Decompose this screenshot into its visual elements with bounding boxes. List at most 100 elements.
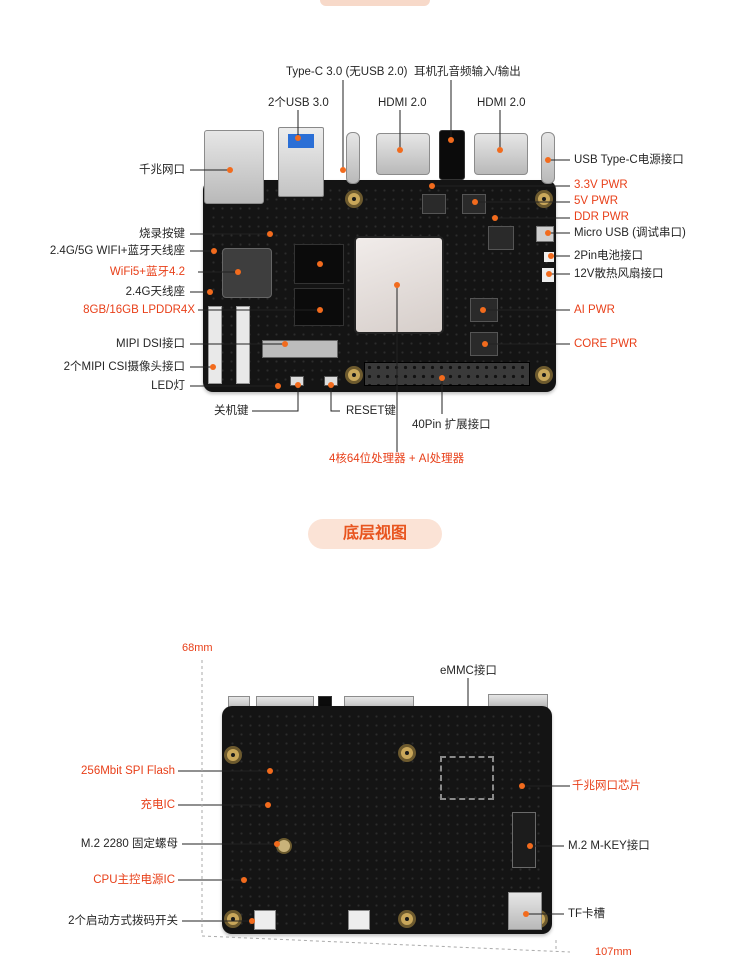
pointer-dot bbox=[249, 918, 255, 924]
mount-hole bbox=[345, 190, 363, 208]
label-charge-ic: 充电IC bbox=[140, 799, 176, 811]
pointer-dot bbox=[448, 137, 454, 143]
label-audio-jack: 耳机孔音频输入/输出 bbox=[414, 66, 521, 78]
label-eth-chip: 千兆网口芯片 bbox=[572, 780, 641, 792]
label-3v3-pwr: 3.3V PWR bbox=[574, 179, 628, 191]
label-5v-pwr: 5V PWR bbox=[574, 195, 619, 207]
pointer-dot bbox=[523, 911, 529, 917]
audio-jack bbox=[439, 130, 465, 180]
ethernet-jack bbox=[204, 130, 264, 204]
label-processor: 4核64位处理器 + AI处理器 bbox=[329, 453, 465, 465]
pointer-dot bbox=[295, 382, 301, 388]
pointer-dot bbox=[328, 382, 334, 388]
label-mipi-csi: 2个MIPI CSI摄像头接口 bbox=[63, 361, 185, 373]
pointer-dot bbox=[519, 783, 525, 789]
pointer-dot bbox=[265, 802, 271, 808]
typec3-port bbox=[346, 132, 360, 184]
label-battery: 2Pin电池接口 bbox=[574, 250, 644, 262]
mount-hole bbox=[224, 746, 242, 764]
pointer-dot bbox=[482, 341, 488, 347]
label-spi-flash: 256Mbit SPI Flash bbox=[81, 765, 175, 777]
pointer-dot bbox=[394, 282, 400, 288]
inductor bbox=[422, 194, 446, 214]
pointer-dot bbox=[241, 877, 247, 883]
pointer-dot bbox=[207, 289, 213, 295]
mount-hole bbox=[535, 366, 553, 384]
label-usbc-power: USB Type-C电源接口 bbox=[574, 154, 684, 166]
mount-hole bbox=[535, 190, 553, 208]
mount-hole bbox=[345, 366, 363, 384]
pointer-dot bbox=[340, 167, 346, 173]
pointer-dot bbox=[527, 843, 533, 849]
pointer-dot bbox=[545, 230, 551, 236]
label-usb3: 2个USB 3.0 bbox=[268, 97, 329, 109]
board-bottom-view bbox=[222, 706, 552, 934]
label-tf-slot: TF卡槽 bbox=[568, 908, 606, 920]
wifi-module bbox=[222, 248, 272, 298]
pointer-dot bbox=[274, 841, 280, 847]
m2-slot bbox=[512, 812, 536, 868]
mount-hole bbox=[398, 744, 416, 762]
label-wifi-module: WiFi5+蓝牙4.2 bbox=[109, 266, 185, 278]
pointer-dot bbox=[545, 157, 551, 163]
pointer-dot bbox=[497, 147, 503, 153]
label-hdmi-b: HDMI 2.0 bbox=[477, 97, 526, 109]
pointer-dot bbox=[439, 375, 445, 381]
top-tab-decoration bbox=[320, 0, 430, 6]
label-ai-pwr: AI PWR bbox=[574, 304, 615, 316]
label-m2-mkey: M.2 M-KEY接口 bbox=[568, 840, 650, 852]
label-ethernet: 千兆网口 bbox=[139, 164, 185, 176]
mipi-dsi-connector bbox=[262, 340, 338, 358]
pointer-dot bbox=[210, 364, 216, 370]
label-mipi-dsi: MIPI DSI接口 bbox=[115, 338, 185, 350]
pointer-dot bbox=[282, 341, 288, 347]
pointer-dot bbox=[235, 269, 241, 275]
label-typec3: Type-C 3.0 (无USB 2.0) bbox=[286, 66, 408, 78]
dimension-height: 68mm bbox=[182, 642, 213, 654]
label-hdmi-a: HDMI 2.0 bbox=[378, 97, 427, 109]
label-emmc: eMMC接口 bbox=[440, 665, 497, 677]
pointer-dot bbox=[317, 307, 323, 313]
pointer-dot bbox=[548, 253, 554, 259]
label-gpio40: 40Pin 扩展接口 bbox=[412, 419, 491, 431]
gpio-header bbox=[364, 362, 530, 386]
label-antenna-24g: 2.4G天线座 bbox=[125, 286, 185, 298]
pointer-dot bbox=[227, 167, 233, 173]
mount-hole bbox=[398, 910, 416, 928]
boot-switch-a bbox=[254, 910, 276, 930]
pointer-dot bbox=[275, 383, 281, 389]
hdmi-port-b bbox=[474, 133, 528, 175]
label-boot-switch: 2个启动方式拨码开关 bbox=[68, 915, 178, 927]
lpddr-chip-b bbox=[294, 288, 344, 326]
label-reset-key: RESET键 bbox=[346, 405, 396, 417]
pointer-dot bbox=[397, 147, 403, 153]
pointer-dot bbox=[295, 135, 301, 141]
pointer-dot bbox=[429, 183, 435, 189]
label-core-pwr: CORE PWR bbox=[574, 338, 638, 350]
label-lpddr4x: 8GB/16GB LPDDR4X bbox=[83, 304, 195, 316]
hdmi-port-a bbox=[376, 133, 430, 175]
label-wifi-antenna: 2.4G/5G WIFI+蓝牙天线座 bbox=[49, 245, 185, 257]
mipi-csi-connector-b bbox=[236, 306, 250, 384]
pointer-dot bbox=[546, 271, 552, 277]
section-title-bottom-view: 底层视图 bbox=[308, 519, 442, 549]
label-m2-nut: M.2 2280 固定螺母 bbox=[80, 838, 178, 850]
mipi-csi-connector-a bbox=[208, 306, 222, 384]
label-cpu-pmic: CPU主控电源IC bbox=[93, 874, 175, 886]
pointer-dot bbox=[211, 248, 217, 254]
label-burn-key: 烧录按键 bbox=[139, 228, 185, 240]
pointer-dot bbox=[480, 307, 486, 313]
label-led: LED灯 bbox=[151, 380, 185, 392]
inductor bbox=[488, 226, 514, 250]
pointer-dot bbox=[267, 768, 273, 774]
boot-switch-b bbox=[348, 910, 370, 930]
label-ddr-pwr: DDR PWR bbox=[574, 211, 629, 223]
label-micro-usb: Micro USB (调试串口) bbox=[574, 227, 686, 239]
label-power-key: 关机键 bbox=[214, 405, 249, 417]
dimension-width: 107mm bbox=[595, 946, 632, 958]
usb3-port bbox=[278, 127, 324, 197]
pointer-dot bbox=[267, 231, 273, 237]
mount-hole bbox=[224, 910, 242, 928]
pointer-dot bbox=[492, 215, 498, 221]
pointer-dot bbox=[472, 199, 478, 205]
